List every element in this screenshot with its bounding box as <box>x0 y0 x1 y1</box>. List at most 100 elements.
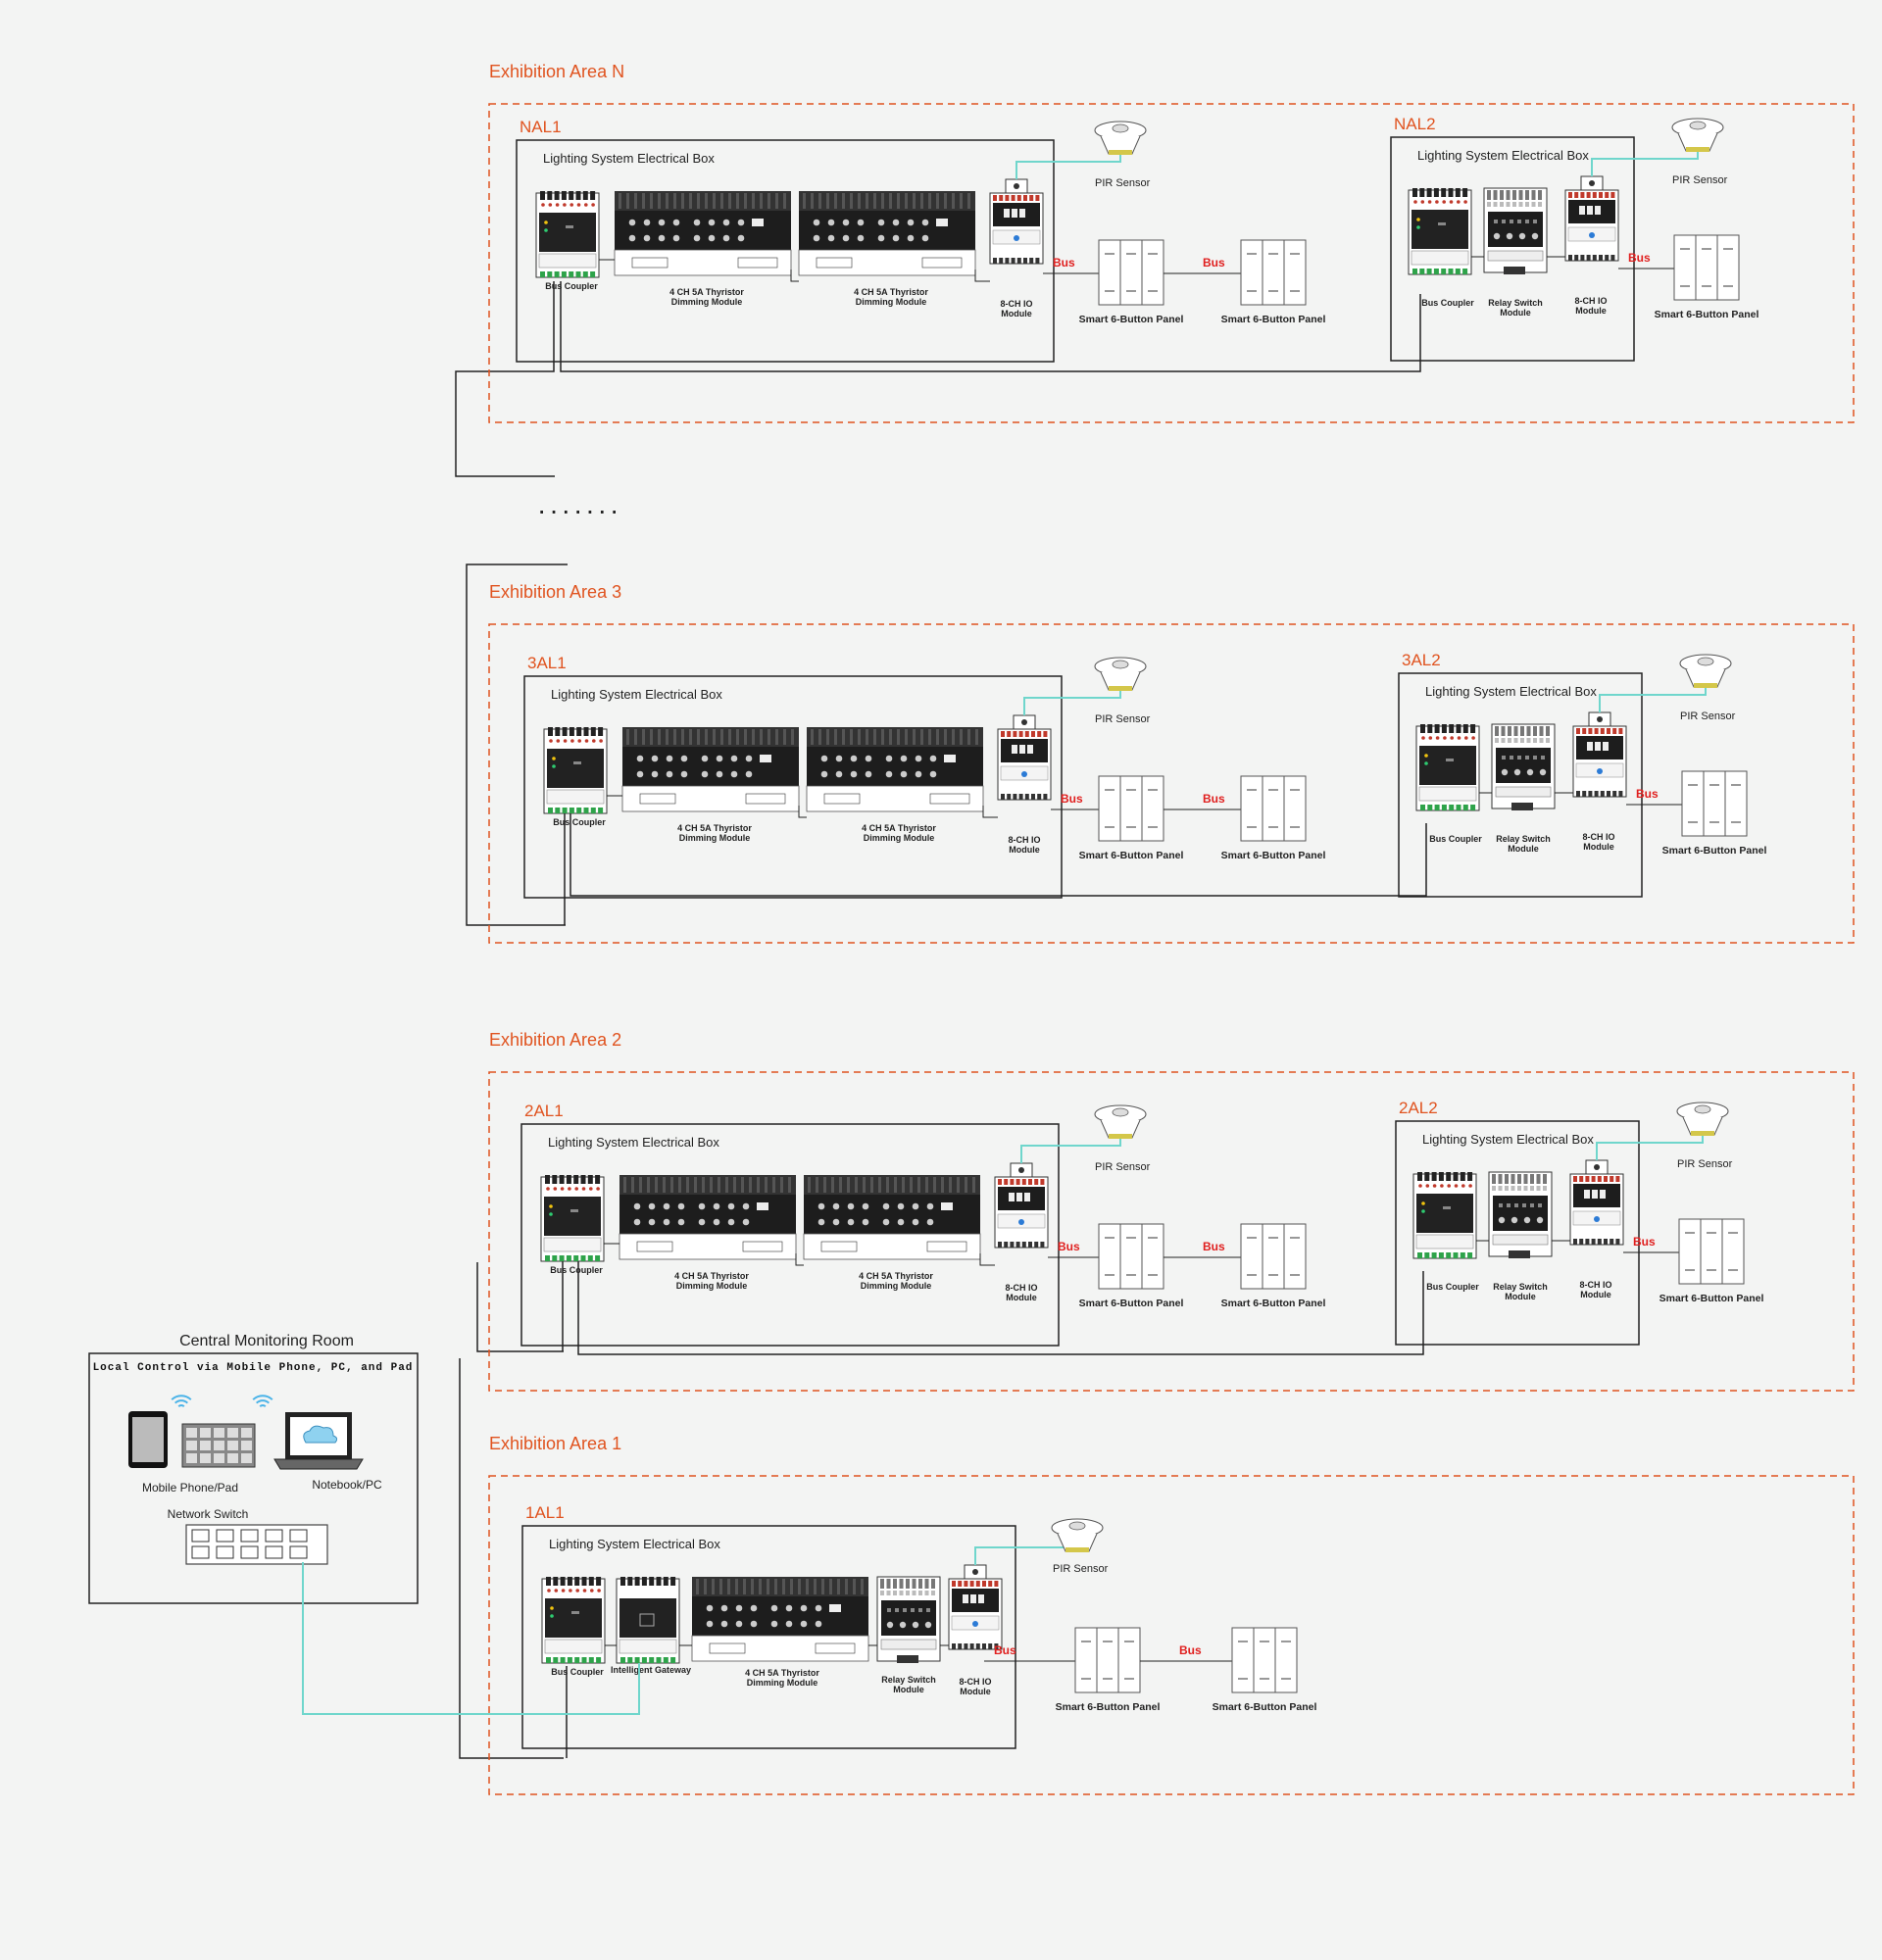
network-cable <box>302 1562 640 1715</box>
bus-label: Bus <box>1203 256 1225 270</box>
panel-label: Smart 6-Button Panel <box>1221 850 1326 861</box>
area-title: Exhibition Area N <box>489 62 624 81</box>
bus-label: Bus <box>1058 1240 1080 1253</box>
central-room-title: Central Monitoring Room <box>179 1333 354 1349</box>
dimming-module-device <box>803 1175 981 1260</box>
notebook-label: Notebook/PC <box>312 1478 382 1492</box>
network-switch-label: Network Switch <box>168 1507 249 1521</box>
dimming-module-label: Dimming Module <box>671 297 743 307</box>
relay-module-label: Module <box>1508 844 1539 854</box>
dimming-module-device <box>614 191 792 276</box>
mobile-label: Mobile Phone/Pad <box>142 1481 238 1494</box>
area-boundary <box>488 103 1855 423</box>
wifi-icon <box>252 1395 273 1408</box>
io-module-label: Module <box>1583 842 1614 852</box>
relay-switch-device <box>1483 187 1548 274</box>
area-boundary <box>488 623 1855 944</box>
pir-sensor-device <box>1676 1102 1729 1136</box>
io-module-label: Module <box>1580 1290 1611 1299</box>
dimming-module-label: 4 CH 5A Thyristor <box>854 287 928 297</box>
electrical-box-frame <box>521 1525 1016 1749</box>
electrical-box-frame <box>1390 136 1635 362</box>
electrical-box-frame <box>523 675 1063 899</box>
smart-button-panel-device <box>1231 1627 1298 1693</box>
bus-label: Bus <box>1636 787 1659 801</box>
box-id: NAL2 <box>1394 115 1436 133</box>
box-id: 2AL1 <box>524 1102 564 1120</box>
bus-label: Bus <box>1053 256 1075 270</box>
panel-label: Smart 6-Button Panel <box>1213 1701 1317 1713</box>
pir-label: PIR Sensor <box>1095 713 1151 725</box>
bus-coupler-label: Bus Coupler <box>1429 834 1482 844</box>
relay-module-label: Relay Switch <box>1493 1282 1548 1292</box>
io-module-device <box>997 714 1052 801</box>
box-title: Lighting System Electrical Box <box>1425 684 1597 699</box>
dimming-module-device <box>806 727 984 812</box>
box-title: Lighting System Electrical Box <box>551 687 722 702</box>
panel-label: Smart 6-Button Panel <box>1659 1293 1764 1304</box>
relay-switch-device <box>1488 1171 1553 1258</box>
bus-coupler-device <box>1415 724 1480 811</box>
area-title: Exhibition Area 1 <box>489 1434 621 1453</box>
pir-sensor-device <box>1094 121 1147 155</box>
bus-coupler-device <box>535 191 600 278</box>
bus-label: Bus <box>1628 251 1651 265</box>
box-title: Lighting System Electrical Box <box>548 1135 719 1150</box>
bus-coupler-device <box>1412 1172 1477 1259</box>
dimming-module-device <box>691 1577 869 1662</box>
bus-coupler-label: Bus Coupler <box>1426 1282 1479 1292</box>
io-module-label: Module <box>960 1687 991 1696</box>
box-title: Lighting System Electrical Box <box>1417 148 1589 163</box>
panel-label: Smart 6-Button Panel <box>1662 845 1767 857</box>
bus-label: Bus <box>1179 1643 1202 1657</box>
panel-label: Smart 6-Button Panel <box>1079 850 1184 861</box>
bus-coupler-device <box>543 727 608 814</box>
bus-label: Bus <box>1061 792 1083 806</box>
dimming-module-label: 4 CH 5A Thyristor <box>745 1668 819 1678</box>
panel-label: Smart 6-Button Panel <box>1056 1701 1161 1713</box>
io-module-label: 8-CH IO <box>1005 1283 1037 1293</box>
pir-sensor-device <box>1671 118 1724 152</box>
network-switch-icon <box>185 1524 328 1565</box>
dimming-module-device <box>798 191 976 276</box>
relay-switch-device <box>876 1576 941 1663</box>
dimming-module-label: Dimming Module <box>864 833 935 843</box>
bus-coupler-device <box>541 1577 606 1664</box>
bus-coupler-device <box>1408 188 1472 275</box>
dimming-module-label: 4 CH 5A Thyristor <box>669 287 744 297</box>
pir-label: PIR Sensor <box>1095 177 1151 189</box>
io-module-device <box>989 178 1044 265</box>
smart-button-panel-device <box>1673 234 1740 301</box>
io-module-label: 8-CH IO <box>959 1677 991 1687</box>
dimming-module-label: Dimming Module <box>747 1678 818 1688</box>
relay-module-label: Relay Switch <box>881 1675 936 1685</box>
intelligent-gateway-device <box>616 1577 680 1664</box>
dimming-module-label: 4 CH 5A Thyristor <box>862 823 936 833</box>
bus-label: Bus <box>994 1643 1016 1657</box>
pir-label: PIR Sensor <box>1095 1161 1151 1173</box>
io-module-label: 8-CH IO <box>1579 1280 1611 1290</box>
io-module-label: 8-CH IO <box>1574 296 1607 306</box>
io-module-device <box>1572 711 1627 798</box>
tablet-icon <box>128 1411 168 1468</box>
pir-label: PIR Sensor <box>1053 1563 1109 1575</box>
area-boundary <box>488 1475 1855 1795</box>
dimming-module-label: 4 CH 5A Thyristor <box>677 823 752 833</box>
smart-button-panel-device <box>1240 775 1307 842</box>
keypad-icon <box>181 1423 256 1468</box>
smart-button-panel-device <box>1098 1223 1164 1290</box>
pir-label: PIR Sensor <box>1672 174 1728 186</box>
io-module-label: Module <box>1575 306 1607 316</box>
box-id: 2AL2 <box>1399 1099 1438 1117</box>
electrical-box-frame <box>516 139 1055 363</box>
relay-module-label: Relay Switch <box>1488 298 1543 308</box>
dimming-module-device <box>621 727 800 812</box>
io-module-device <box>948 1564 1003 1650</box>
smart-button-panel-device <box>1098 775 1164 842</box>
pir-sensor-device <box>1094 1104 1147 1139</box>
bus-label: Bus <box>1203 792 1225 806</box>
